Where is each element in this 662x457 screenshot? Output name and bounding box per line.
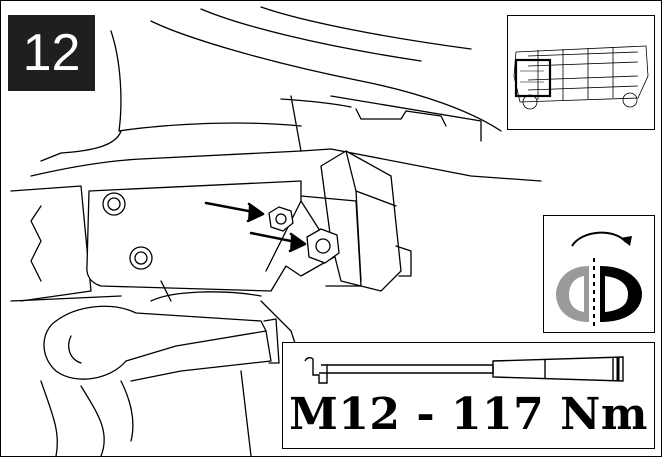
- target-bolt-upper: [268, 206, 294, 232]
- torque-spec-text: M12 - 117 Nm: [289, 389, 648, 440]
- plate-bolt-lower: [129, 246, 153, 270]
- pointer-arrow-icon: [204, 201, 307, 253]
- clockwise-tighten-icon: [556, 231, 642, 328]
- tighten-direction-panel: [543, 215, 655, 333]
- mounting-bracket: [86, 180, 337, 292]
- target-bolt-lower: [306, 228, 340, 264]
- torque-spec-panel: M12 - 117 Nm: [282, 342, 655, 449]
- lower-structure: [40, 300, 297, 456]
- receiver-block: [300, 150, 412, 292]
- vehicle-underside-overview-icon: [513, 45, 649, 110]
- torque-wrench-icon: [304, 356, 624, 384]
- vehicle-overview-thumbnail: [507, 15, 655, 130]
- plate-bolt-upper: [102, 192, 126, 216]
- body-panel-lines: [30, 6, 542, 182]
- step-number-badge: 12: [8, 15, 95, 91]
- chassis-rail: [10, 185, 122, 302]
- tow-hitch-arm: [43, 280, 280, 382]
